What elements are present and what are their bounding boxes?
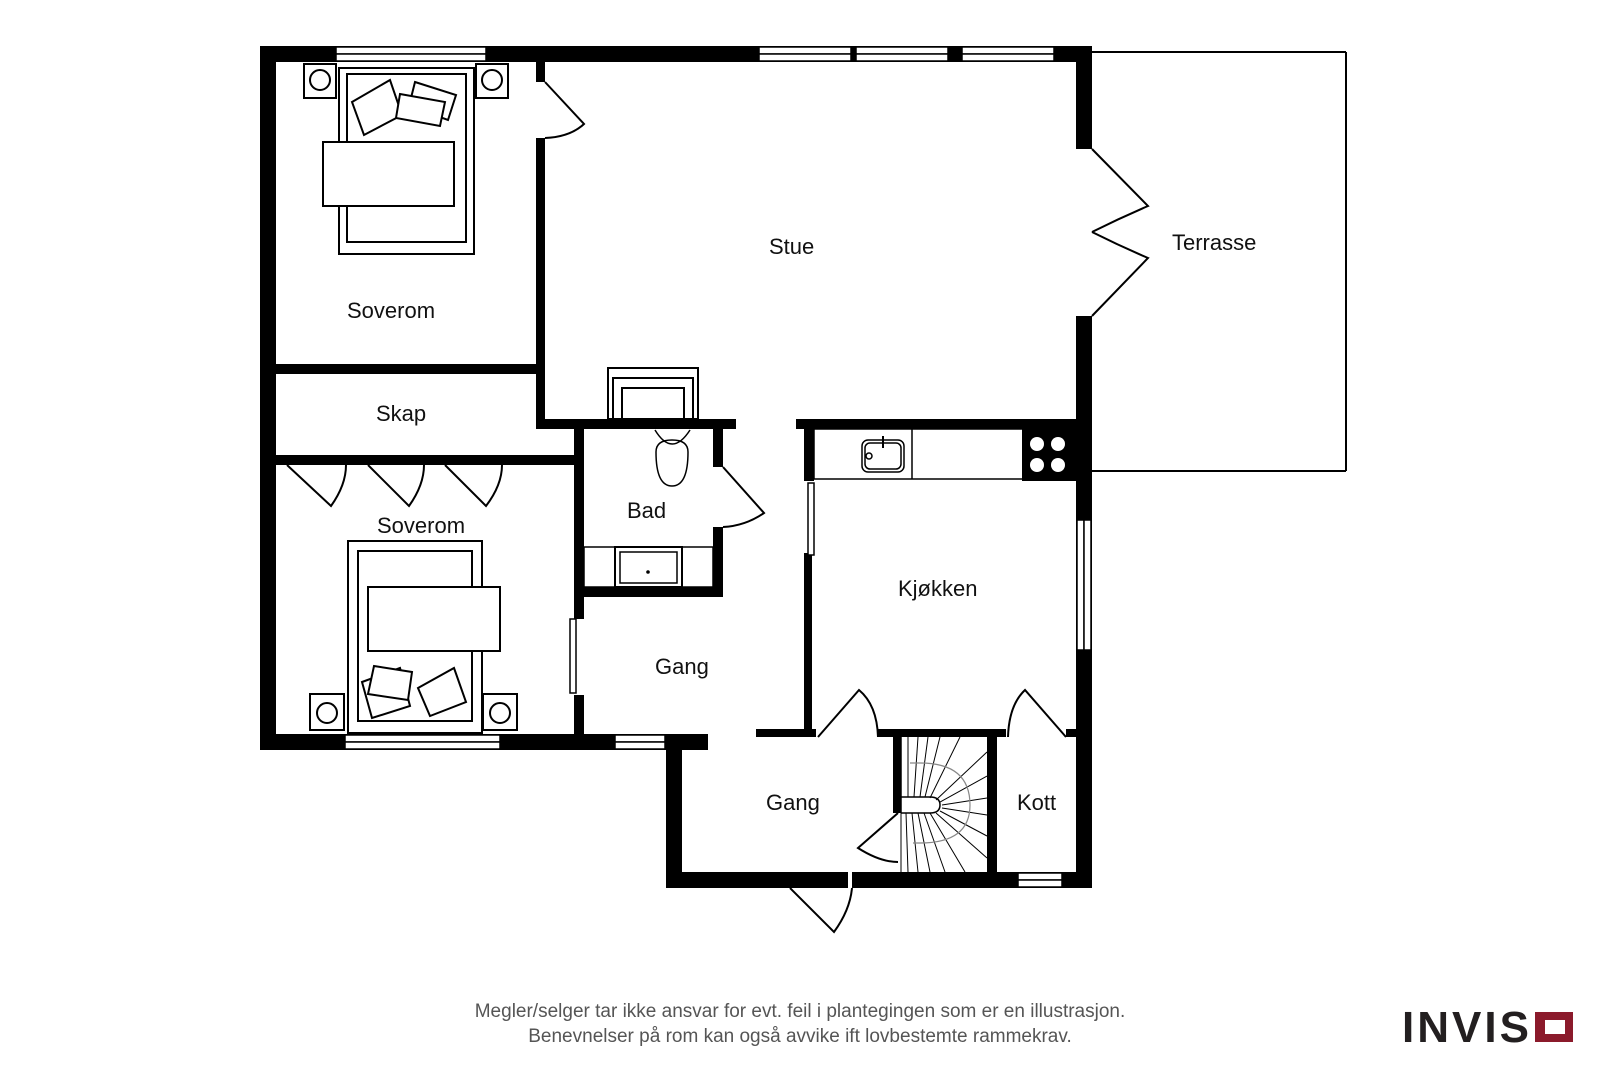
fireplace: [607, 367, 699, 420]
disclaimer-line-1: Megler/selger tar ikke ansvar for evt. f…: [474, 1001, 1126, 1022]
room-label-gang-lower: Gang: [766, 790, 820, 815]
bathroom-fixtures: [583, 429, 714, 588]
bed-bottom: [309, 540, 518, 734]
room-label-kjokken: Kjøkken: [898, 576, 977, 601]
room-label-soverom-bottom: Soverom: [377, 513, 465, 538]
bed-top: [303, 63, 509, 255]
room-label-skap: Skap: [376, 401, 426, 426]
room-label-kott: Kott: [1017, 790, 1056, 815]
windows: [335, 46, 1092, 888]
room-label-terrasse: Terrasse: [1172, 230, 1256, 255]
interior-openings: [569, 482, 815, 694]
room-label-gang-upper: Gang: [655, 654, 709, 679]
room-label-stue: Stue: [769, 234, 814, 259]
interior-walls: [260, 46, 1092, 877]
terrace-outline: [1078, 51, 1347, 472]
room-label-soverom-top: Soverom: [347, 298, 435, 323]
doors: [286, 81, 1150, 934]
logo-text: INVIS: [1402, 1003, 1532, 1050]
staircase: [900, 736, 988, 873]
kitchen-counter: [813, 428, 1077, 481]
room-label-bad: Bad: [627, 498, 666, 523]
inviso-logo: INVIS: [1400, 1000, 1580, 1052]
disclaimer-line-2: Benevnelser på rom kan også avvike ift l…: [528, 1026, 1072, 1047]
